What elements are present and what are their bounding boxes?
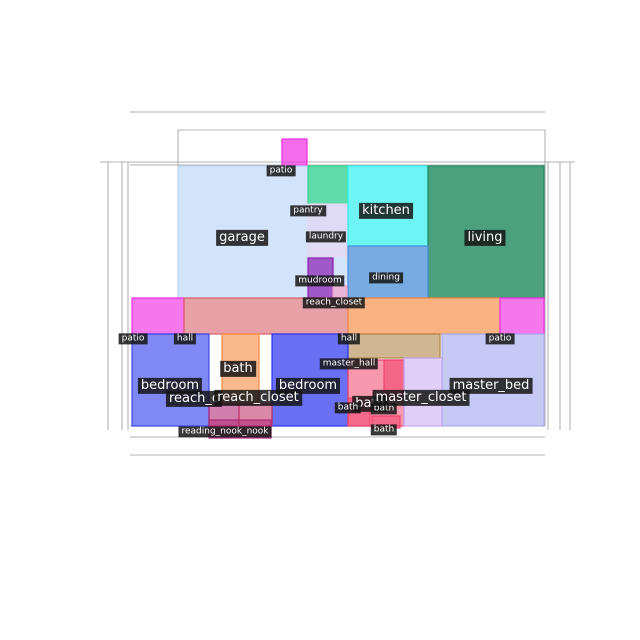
label-reading-nook: reading_nook_nook [178, 426, 272, 438]
room-master-hall [347, 333, 441, 359]
room-patio-top [281, 138, 308, 167]
label-living: living [464, 229, 506, 247]
label-reach-closet-top: reach_closet [302, 297, 366, 309]
label-bath-under: bath [370, 424, 398, 436]
room-dining [347, 245, 429, 299]
label-hall-left: hall [173, 333, 197, 345]
label-dining: dining [369, 272, 403, 284]
label-patio-right: patio [485, 333, 515, 345]
room-patio-left [131, 297, 185, 335]
room-pantry [307, 165, 349, 205]
room-hall-left [183, 297, 349, 335]
label-bath-small: bath [334, 402, 362, 414]
label-garage: garage [216, 229, 268, 247]
label-laundry: laundry [305, 231, 347, 243]
label-mudroom: mudroom [295, 275, 345, 287]
label-reach-closet-a: reach_c [165, 390, 223, 408]
label-master-bed: master_bed [449, 377, 533, 395]
label-bath-left: bath [220, 360, 256, 378]
label-kitchen: kitchen [359, 202, 413, 220]
label-master-hall: master_hall [319, 358, 379, 370]
room-hall-right [347, 297, 501, 335]
label-bath-tiny: bath [370, 403, 398, 415]
label-patio-left: patio [118, 333, 148, 345]
label-pantry: pantry [290, 205, 326, 217]
label-patio-top: patio [266, 165, 296, 177]
label-master-closet: master_closet [372, 389, 470, 407]
room-patio-right [499, 297, 545, 335]
label-bedroom-left: bedroom [137, 377, 203, 395]
label-reach-closet-b: reach_closet [214, 389, 302, 407]
label-hall-right: hall [337, 333, 361, 345]
